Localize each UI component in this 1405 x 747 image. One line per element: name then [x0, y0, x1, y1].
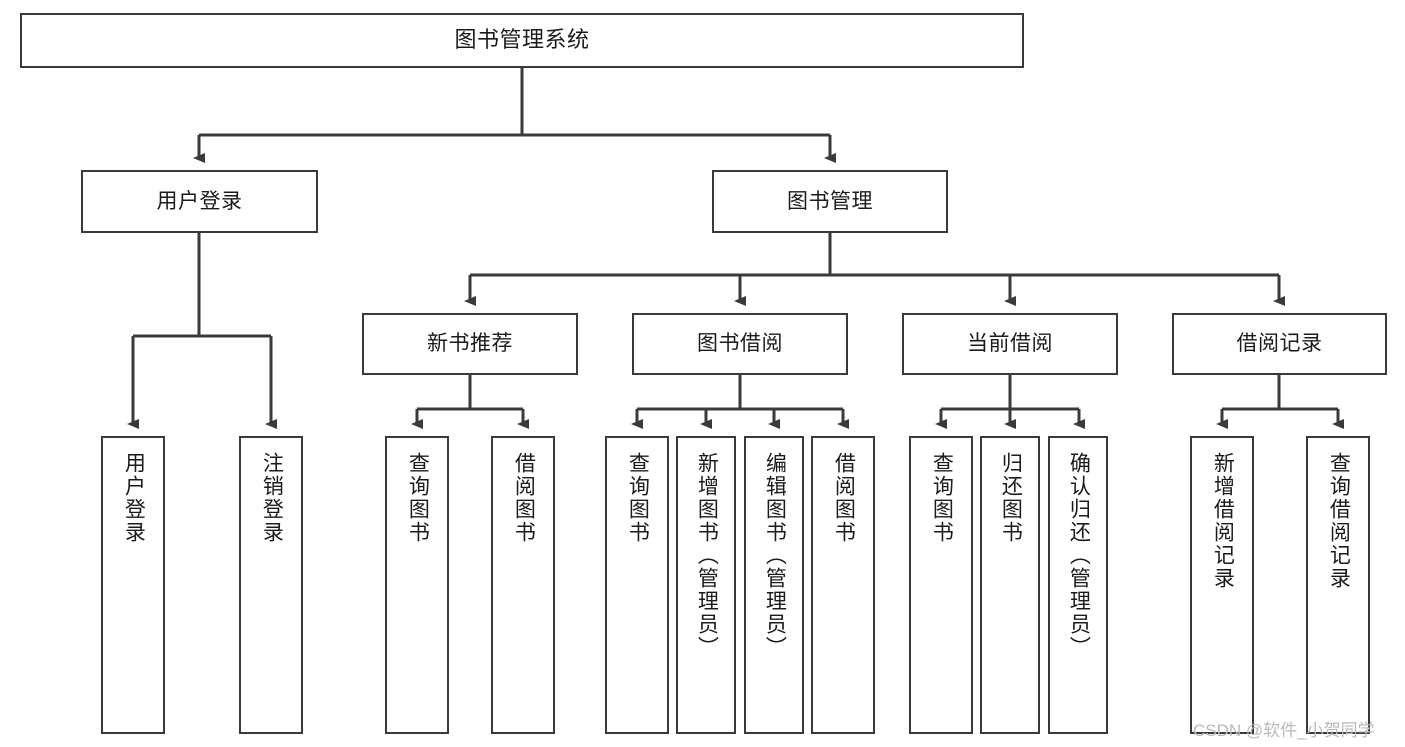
node-leaf-query-record[interactable]: 查询借阅记录 — [1306, 436, 1370, 734]
node-leaf-confirm-return[interactable]: 确认归还（管理员） — [1048, 436, 1108, 734]
node-label: 借阅图书 — [832, 452, 856, 544]
node-label: 借阅图书 — [512, 452, 536, 544]
node-label: 注销登录 — [260, 452, 284, 544]
node-label: 图书借阅 — [697, 332, 783, 356]
node-label: 借阅记录 — [1236, 332, 1323, 356]
node-root-system[interactable]: 图书管理系统 — [20, 13, 1024, 68]
node-label: 用户登录 — [122, 452, 146, 544]
node-leaf-logout-login[interactable]: 注销登录 — [239, 436, 303, 734]
node-new-book-recommend[interactable]: 新书推荐 — [362, 313, 578, 375]
node-label: 当前借阅 — [967, 332, 1053, 356]
node-label: 查询图书 — [930, 452, 954, 544]
node-leaf-user-login[interactable]: 用户登录 — [101, 436, 165, 734]
node-leaf-query-book-1[interactable]: 查询图书 — [385, 436, 449, 734]
node-label: 确认归还（管理员） — [1067, 452, 1091, 659]
node-book-borrow[interactable]: 图书借阅 — [632, 313, 848, 375]
node-borrow-record[interactable]: 借阅记录 — [1172, 313, 1387, 375]
node-leaf-add-book[interactable]: 新增图书（管理员） — [676, 436, 736, 734]
node-leaf-return-book[interactable]: 归还图书 — [980, 436, 1040, 734]
node-label: 查询图书 — [626, 452, 650, 544]
node-label: 新增图书（管理员） — [695, 452, 719, 659]
watermark-credit: CSDN @软件_小贺同学 — [1193, 721, 1375, 740]
node-label: 归还图书 — [999, 452, 1023, 544]
node-user-login[interactable]: 用户登录 — [81, 170, 318, 233]
node-leaf-add-record[interactable]: 新增借阅记录 — [1190, 436, 1254, 734]
node-label: 查询图书 — [406, 452, 430, 544]
node-label: 图书管理 — [787, 189, 873, 213]
node-label: 查询借阅记录 — [1327, 452, 1351, 590]
node-leaf-query-book-3[interactable]: 查询图书 — [909, 436, 973, 734]
node-label: 图书管理系统 — [454, 27, 590, 53]
node-leaf-borrow-book-2[interactable]: 借阅图书 — [811, 436, 875, 734]
node-label: 编辑图书（管理员） — [763, 452, 787, 659]
node-leaf-edit-book[interactable]: 编辑图书（管理员） — [744, 436, 804, 734]
node-label: 新增借阅记录 — [1211, 452, 1235, 590]
node-current-borrow[interactable]: 当前借阅 — [902, 313, 1118, 375]
node-label: 新书推荐 — [427, 332, 513, 356]
node-leaf-borrow-book-1[interactable]: 借阅图书 — [491, 436, 555, 734]
node-book-management[interactable]: 图书管理 — [712, 170, 948, 233]
node-label: 用户登录 — [156, 189, 243, 213]
node-leaf-query-book-2[interactable]: 查询图书 — [605, 436, 669, 734]
